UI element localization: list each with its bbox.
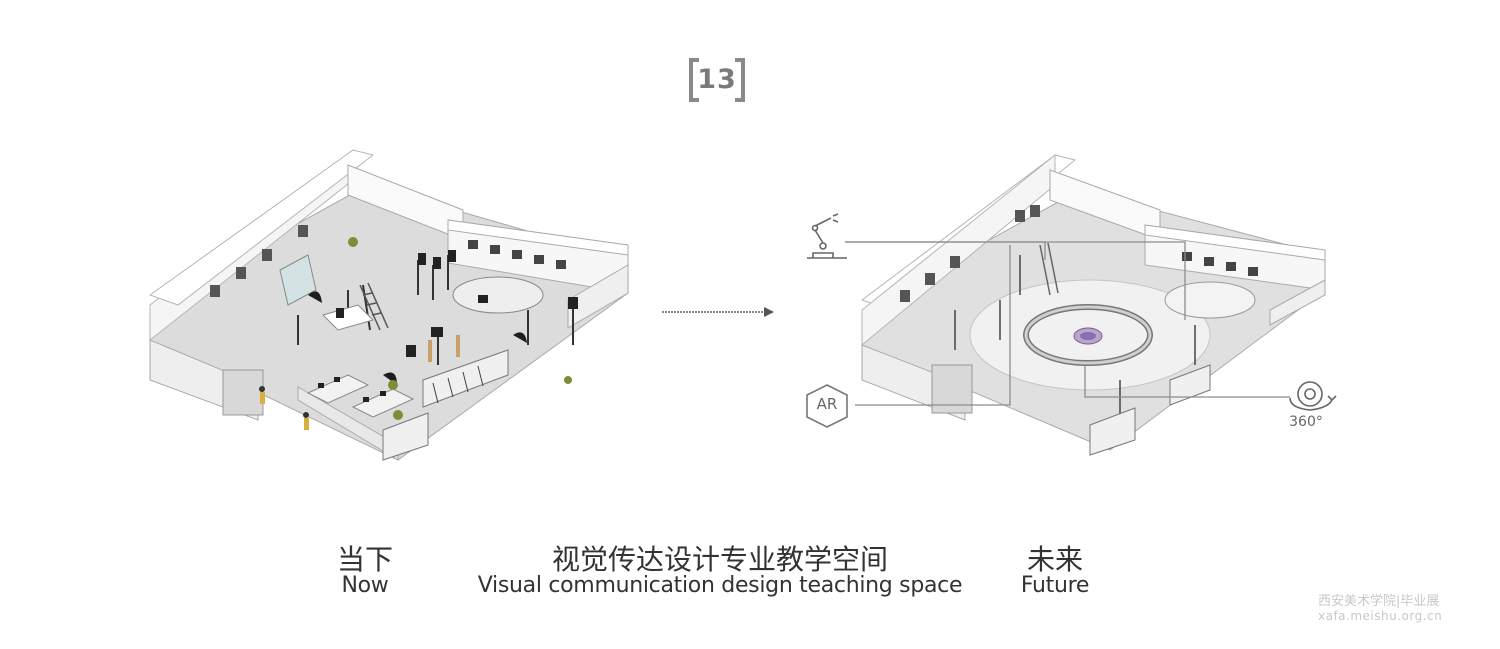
360-camera-icon: 360° [1280, 376, 1340, 436]
transition-arrow [660, 302, 780, 326]
figure-number-badge: 13 [689, 58, 745, 102]
future-caption-en: Future [1020, 573, 1090, 598]
robot-arm-icon [803, 212, 853, 266]
bracket-frame-icon [689, 58, 745, 102]
future-isometric-illustration [800, 150, 1340, 464]
watermark-url: xafa.meishu.org.cn [1318, 609, 1443, 623]
ar-icon: AR [802, 382, 852, 430]
figure-number: 13 [697, 64, 737, 95]
ar-label: AR [816, 395, 838, 413]
now-isometric-illustration [148, 145, 638, 479]
360-label: 360° [1289, 414, 1323, 430]
title-caption-cn: 视觉传达设计专业教学空间 [551, 543, 888, 576]
watermark-title: 西安美术学院|毕业展 [1318, 594, 1440, 609]
now-caption-cn: 当下 [336, 543, 393, 576]
title-caption-en: Visual communication design teaching spa… [477, 573, 963, 598]
future-caption-cn: 未来 [1026, 543, 1083, 576]
now-caption-en: Now [341, 573, 389, 598]
